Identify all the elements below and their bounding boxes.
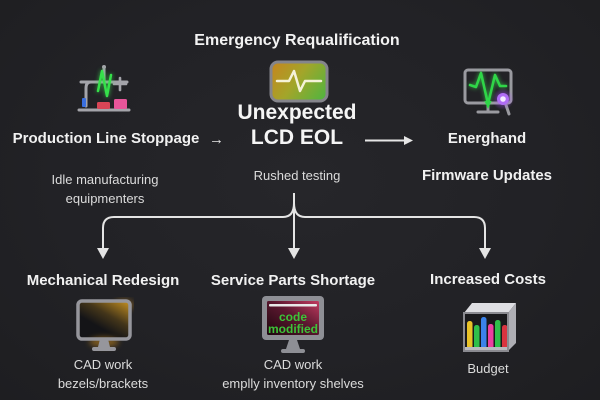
monitor-pulse-glow-icon: [463, 68, 514, 116]
page-title: Emergency Requalification: [194, 32, 400, 49]
node-center-title-line2: LCD EOL: [250, 126, 344, 149]
monitor-amber-glow-icon: [76, 299, 134, 351]
screen-text-line2: modified: [268, 322, 318, 336]
bottom-center-caption-line1: CAD work: [263, 357, 323, 372]
node-left-title: Production Line Stoppage: [12, 130, 200, 147]
bottom-right-title: Increased Costs: [430, 271, 546, 288]
screen-text-line1: code: [279, 310, 307, 324]
node-left-caption-line1: Idle manufacturing: [51, 172, 159, 187]
branch-connector: [97, 193, 491, 259]
node-left-caption: Idle manufacturing equipmenters: [5, 170, 205, 208]
bottom-right-caption: Budget: [388, 359, 588, 378]
bottom-left-caption: CAD work bezels/brackets: [3, 355, 203, 393]
node-left-caption-line2: equipmenters: [65, 191, 145, 206]
bottom-right-caption-line1: Budget: [467, 361, 509, 376]
node-center-caption: Rushed testing: [253, 168, 341, 183]
bottom-center-caption-line2: emplly inventory shelves: [222, 376, 364, 391]
budget-markers-box-icon: [463, 303, 516, 352]
monitor-code-modified-icon: code modified: [262, 296, 324, 353]
arrow-right-long-icon: [365, 136, 413, 145]
bottom-left-caption-line1: CAD work: [73, 357, 133, 372]
node-center-title: Unexpected LCD EOL: [197, 100, 397, 150]
bottom-left-caption-line2: bezels/brackets: [57, 376, 149, 391]
pulse-arrow-down: [484, 101, 492, 109]
arrow-right-small-icon: →: [209, 131, 224, 148]
bottom-left-title: Mechanical Redesign: [26, 272, 180, 289]
node-right-caption: Firmware Updates: [421, 167, 553, 184]
pulse-line: [275, 69, 323, 93]
pulse-line: [96, 69, 113, 98]
node-right-title: Energhand: [447, 130, 527, 147]
bottom-center-title: Service Parts Shortage: [210, 272, 376, 289]
budget-bars: [467, 317, 508, 349]
production-line-icon: [77, 65, 131, 112]
pulse-card-icon: [269, 60, 329, 103]
node-center-title-line1: Unexpected: [237, 101, 357, 124]
bottom-center-caption: CAD work emplly inventory shelves: [183, 355, 403, 393]
